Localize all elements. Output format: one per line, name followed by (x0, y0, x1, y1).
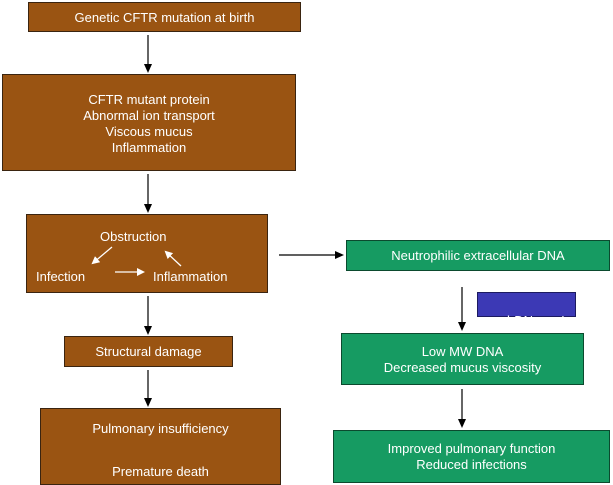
rhdnase-label: rhDNase I (502, 313, 565, 328)
inflammation-to-obstruction-arrow (164, 250, 182, 267)
protein-line-1: CFTR mutant protein (88, 92, 210, 107)
infection-label: Infection (36, 269, 86, 284)
improved-box: Improved pulmonary function Reduced infe… (333, 430, 610, 483)
cycle-box: Obstruction Infection Inflammation (26, 214, 268, 293)
improved-line-1: Improved pulmonary function (387, 441, 556, 456)
pulmonary-box: Pulmonary insufficiency Premature death (40, 408, 281, 485)
protein-line-4: Inflammation (111, 140, 187, 155)
obstruction-label: Obstruction (100, 229, 167, 244)
improved-line-2: Reduced infections (416, 457, 527, 472)
low-mw-box: Low MW DNA Decreased mucus viscosity (341, 333, 584, 385)
structural-damage-label: Structural damage (95, 344, 202, 359)
neutrophilic-label: Neutrophilic extracellular DNA (391, 248, 565, 263)
inflammation-label: Inflammation (153, 269, 228, 284)
cycle-arrows (91, 246, 182, 276)
protein-box: CFTR mutant protein Abnormal ion transpo… (2, 74, 296, 171)
obstruction-to-infection-arrow (91, 246, 113, 265)
mutation-label: Genetic CFTR mutation at birth (74, 10, 255, 25)
rhdnase-box: rhDNase I (477, 292, 576, 328)
pulmonary-insufficiency-label: Pulmonary insufficiency (92, 421, 229, 436)
mutation-box: Genetic CFTR mutation at birth (28, 2, 301, 32)
premature-death-label: Premature death (112, 464, 209, 479)
protein-line-3: Viscous mucus (105, 124, 193, 139)
structural-damage-box: Structural damage (64, 336, 233, 367)
neutrophilic-box: Neutrophilic extracellular DNA (346, 240, 610, 271)
low-mw-line-1: Low MW DNA (421, 344, 504, 359)
protein-line-2: Abnormal ion transport (83, 108, 215, 123)
low-mw-line-2: Decreased mucus viscosity (383, 360, 542, 375)
